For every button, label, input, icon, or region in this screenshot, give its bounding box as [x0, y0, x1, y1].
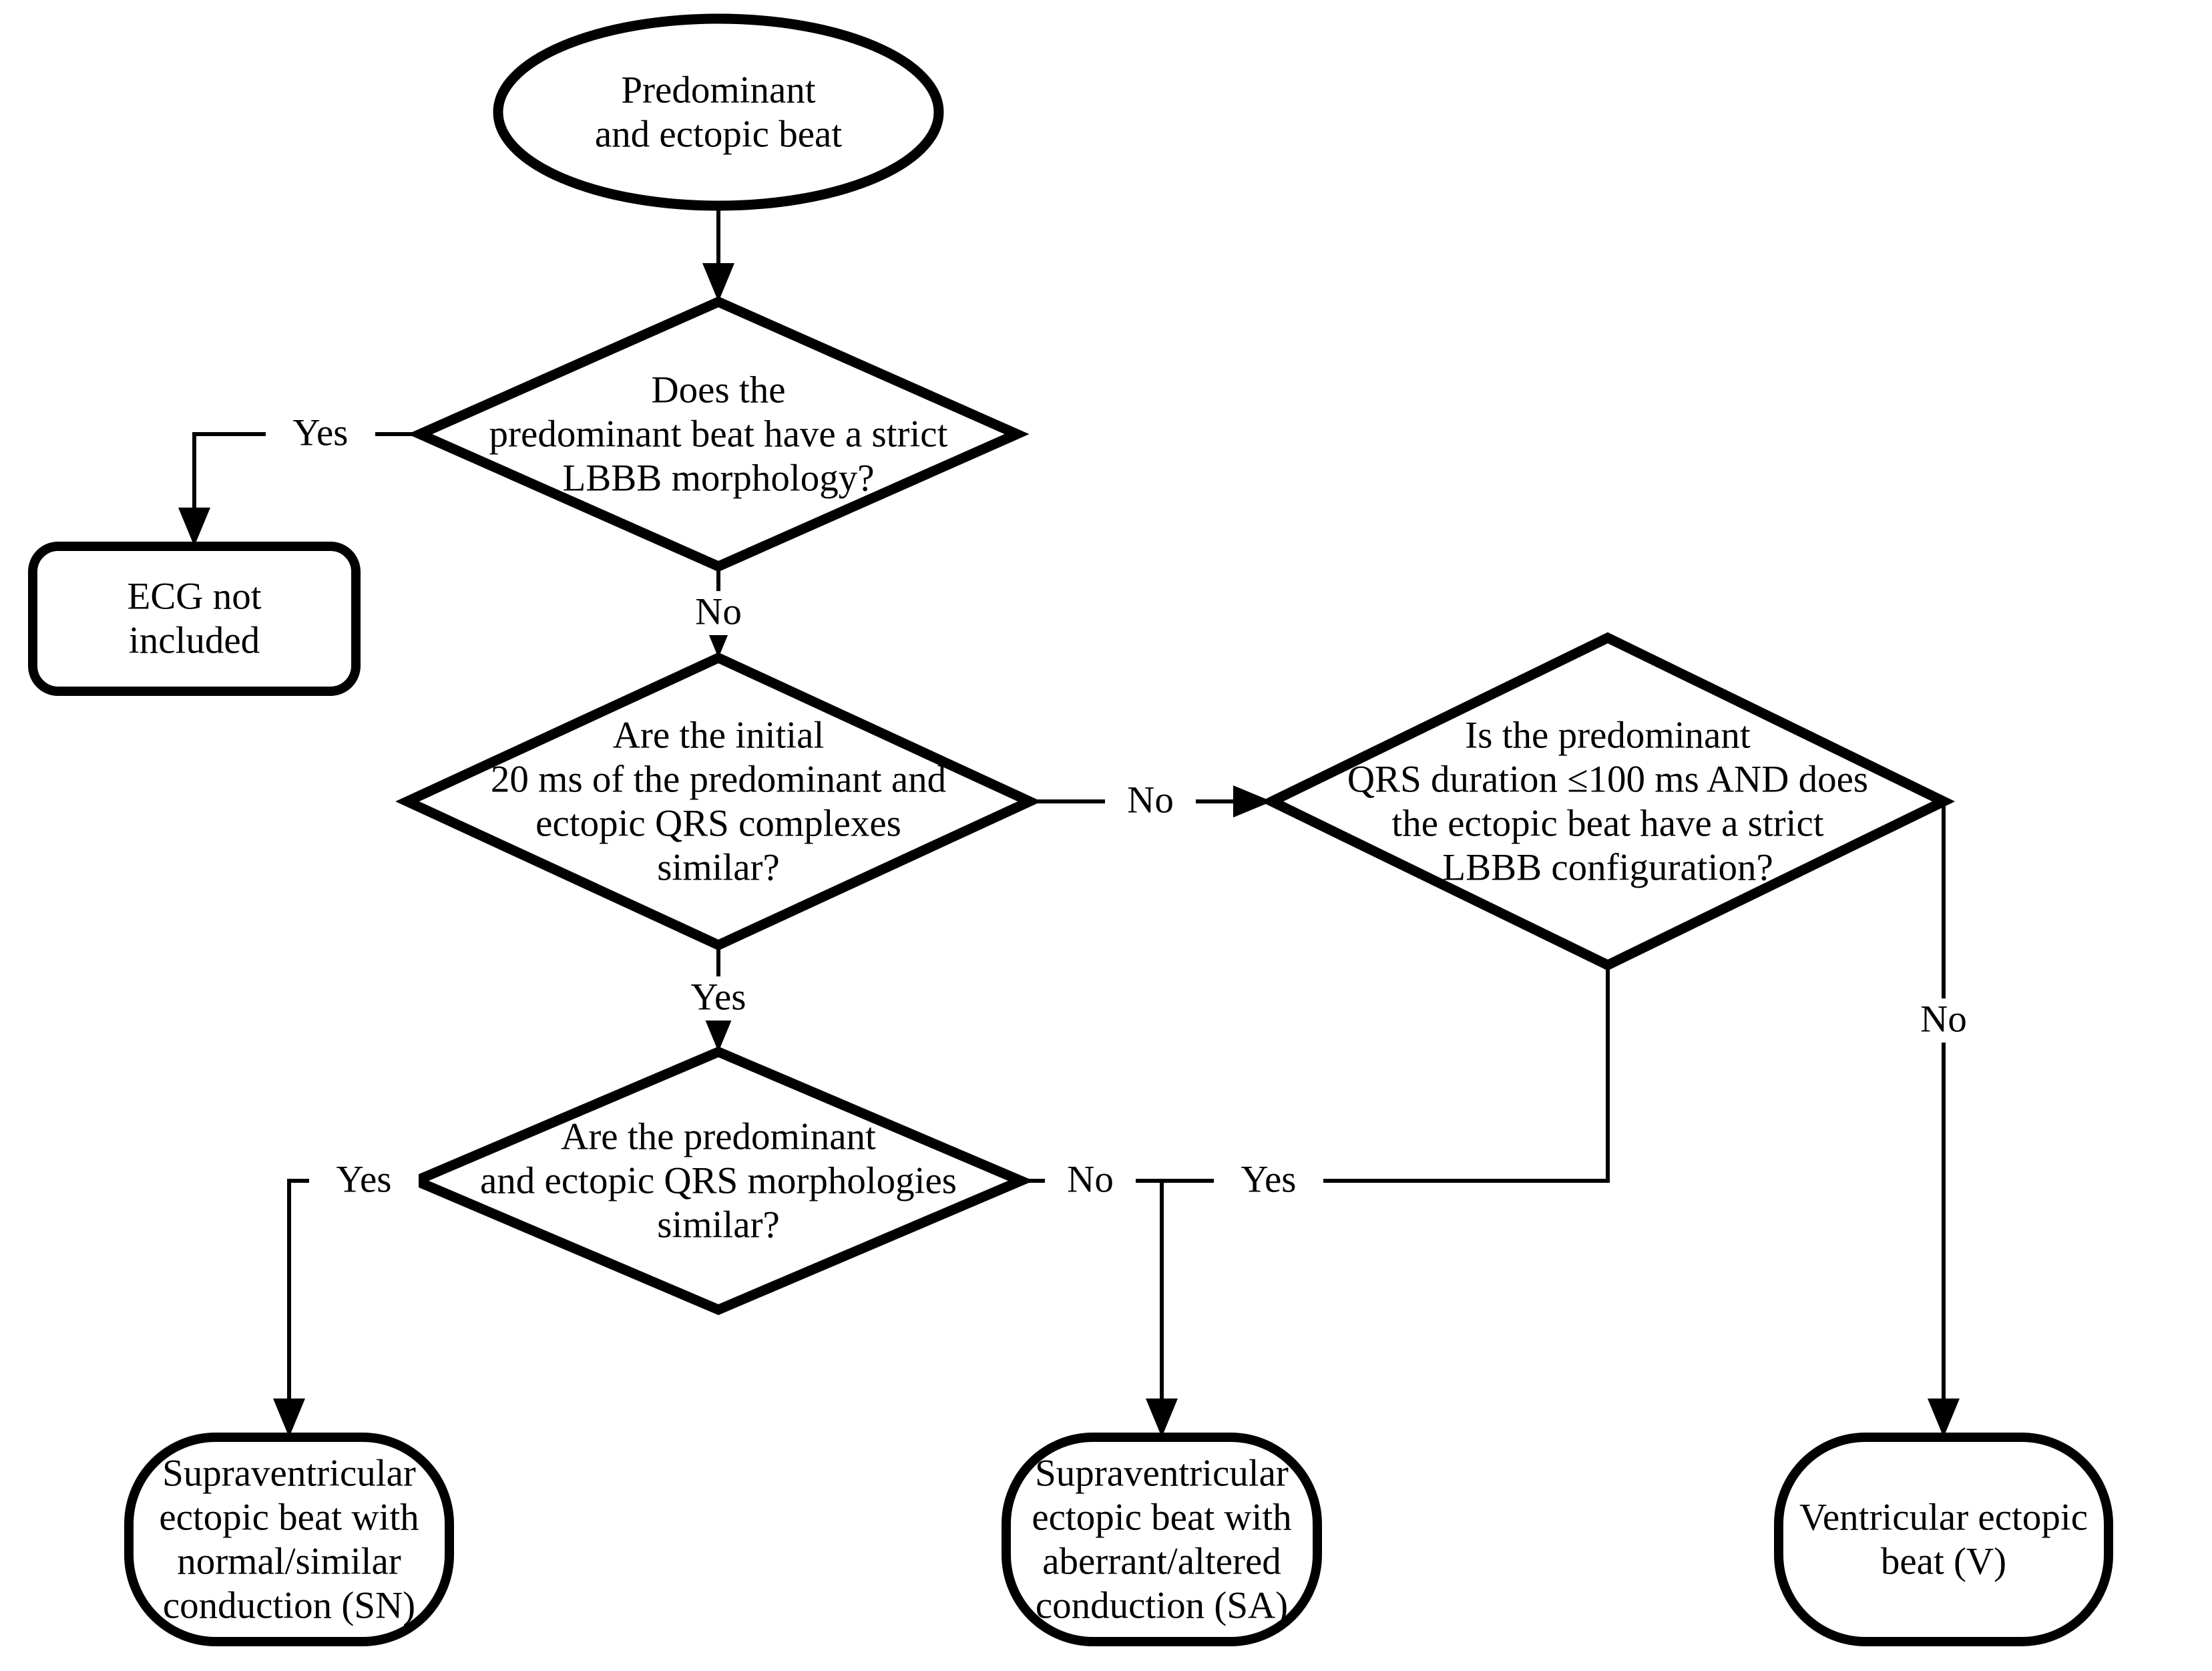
- sa-outcome-text-line2: ectopic beat with: [1032, 1497, 1291, 1539]
- arrowhead-to-v: [1928, 1399, 1960, 1437]
- sn-outcome-text-line4: conduction (SN): [163, 1585, 415, 1627]
- arrowhead-to-qrs: [1233, 785, 1272, 817]
- initial20ms-text-line3: ectopic QRS complexes: [535, 803, 901, 845]
- qrs-duration-text-line2: QRS duration ≤100 ms AND does: [1347, 759, 1868, 801]
- qrs-duration-decision-node: [1260, 632, 1956, 971]
- sa-outcome-text-line1: Supraventricular: [1035, 1453, 1289, 1495]
- edge-label-initial-yes-bg: [664, 976, 773, 1020]
- edge-morph-yes-to-sn: [287, 1179, 416, 1437]
- edge-label-morph-no: No: [1045, 1159, 1136, 1203]
- initial20ms-text-line1: Are the initial: [613, 715, 825, 757]
- edge-label-lbbb-yes: Yes: [266, 412, 375, 456]
- edge-label-morph-yes: Yes: [309, 1159, 419, 1203]
- edge-qrs-yes-to-sa: [1162, 965, 1610, 1183]
- sn-outcome-text-line2: ectopic beat with: [159, 1497, 419, 1539]
- edge-label-qrs-no-bg: [1898, 998, 1989, 1043]
- ecg-not-included-text-line2: included: [129, 620, 260, 662]
- ecg-not-included-text-line1: ECG not: [127, 576, 261, 618]
- arrowhead-start-to-lbbb: [702, 263, 734, 302]
- edge-label-morph-no-bg: [1045, 1159, 1136, 1203]
- initial20ms-text-line4: similar?: [657, 847, 780, 889]
- edge-label-lbbb-yes-bg: [266, 412, 375, 456]
- start-node-text-line1: Predominant: [621, 69, 815, 112]
- edge-label-qrs-yes-bg: [1214, 1159, 1323, 1203]
- edge-morph-no-to-sa: [1021, 1179, 1164, 1437]
- edge-label-lbbb-yes-text: Yes: [293, 412, 349, 454]
- edge-label-initial-no: No: [1105, 779, 1196, 823]
- qrs-duration-text-line1: Is the predominant: [1465, 715, 1751, 757]
- lbbb-decision-node: [407, 296, 1030, 572]
- arrowhead-to-ecg: [178, 508, 210, 546]
- ecg-not-included-node: [28, 542, 361, 696]
- v-outcome-node: [1774, 1433, 2113, 1646]
- arrowhead-to-morph: [702, 1013, 734, 1052]
- edge-label-qrs-yes: Yes: [1214, 1159, 1323, 1203]
- arrowhead-to-sa: [1146, 1399, 1178, 1437]
- qrs-duration-text-line4: LBBB configuration?: [1442, 847, 1773, 889]
- edge-label-qrs-no-text: No: [1920, 998, 1967, 1041]
- morphology-decision-node: [403, 1046, 1034, 1316]
- sn-outcome-node: [124, 1433, 454, 1646]
- edge-label-lbbb-no-text: No: [695, 591, 742, 633]
- v-outcome-text-line1: Ventricular ectopic: [1799, 1497, 2088, 1539]
- morphology-text-line3: similar?: [657, 1204, 780, 1246]
- lbbb-decision-text-line3: LBBB morphology?: [562, 457, 874, 500]
- sn-outcome-text-line3: normal/similar: [177, 1541, 401, 1583]
- edge-label-lbbb-no: No: [673, 591, 764, 635]
- lbbb-decision-text-line1: Does the: [651, 369, 785, 411]
- edge-label-qrs-yes-text: Yes: [1241, 1159, 1297, 1201]
- sa-outcome-text-line3: aberrant/altered: [1042, 1541, 1281, 1583]
- qrs-duration-text-line3: the ectopic beat have a strict: [1391, 803, 1823, 845]
- edge-label-lbbb-no-bg: [673, 591, 764, 635]
- sn-outcome-text-line1: Supraventricular: [162, 1453, 416, 1495]
- edge-label-initial-no-text: No: [1127, 779, 1174, 821]
- morphology-text-line2: and ectopic QRS morphologies: [480, 1160, 957, 1202]
- arrowhead-to-sn: [273, 1399, 305, 1437]
- edge-label-morph-yes-text: Yes: [337, 1159, 392, 1201]
- sa-outcome-text-line4: conduction (SA): [1036, 1585, 1288, 1627]
- edge-label-qrs-no: No: [1898, 998, 1989, 1043]
- edge-label-morph-no-text: No: [1067, 1159, 1114, 1201]
- initial20ms-text-line2: 20 ms of the predominant and: [491, 759, 946, 801]
- edge-label-initial-yes: Yes: [664, 976, 773, 1020]
- lbbb-decision-text-line2: predominant beat have a strict: [489, 413, 948, 455]
- start-node: [493, 13, 944, 211]
- v-outcome-text-line2: beat (V): [1881, 1541, 2006, 1583]
- sa-outcome-node: [1002, 1433, 1322, 1646]
- edge-label-initial-yes-text: Yes: [691, 976, 746, 1018]
- morphology-text-line1: Are the predominant: [561, 1116, 876, 1158]
- start-node-text-line2: and ectopic beat: [595, 114, 842, 156]
- initial20ms-decision-node: [395, 652, 1042, 951]
- edge-label-initial-no-bg: [1105, 779, 1196, 823]
- edge-label-morph-yes-bg: [309, 1159, 419, 1203]
